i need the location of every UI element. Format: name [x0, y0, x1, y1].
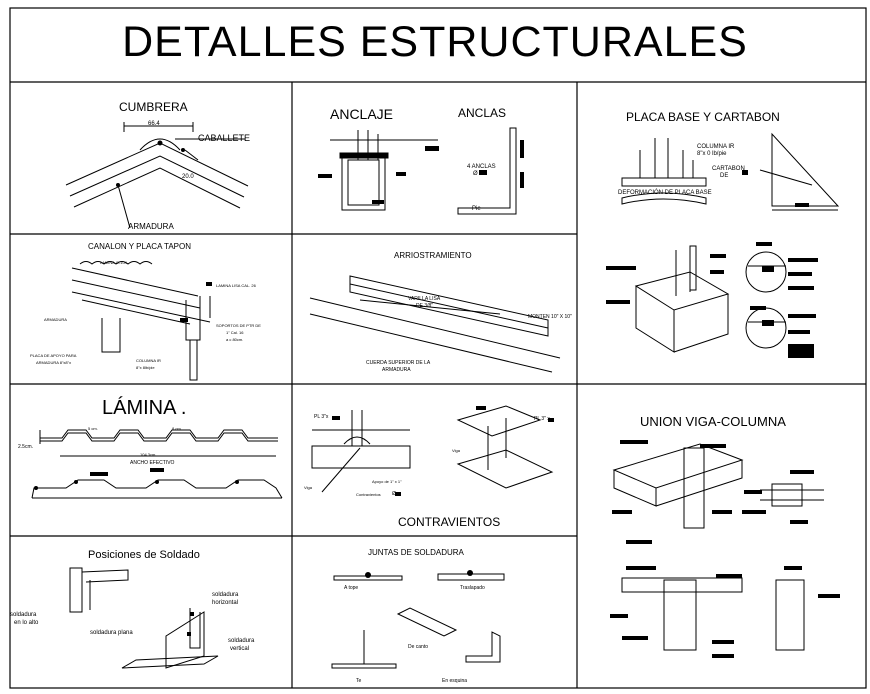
soldado-drawing: [69, 567, 219, 669]
soldado-vert-1: soldadura: [228, 638, 255, 644]
placa-cartabon-size: DE: [720, 173, 729, 179]
contravientos-label: Contravientos: [356, 492, 381, 497]
contravientos-diam: Ø: [392, 491, 396, 497]
contravientos-viga: Viga: [304, 485, 312, 490]
cumbrera-dim-side: 20.0: [182, 174, 194, 180]
canalon-soporte-1: SOPORTOS DE PTR DE: [216, 323, 261, 328]
placa-columna-size: 8"x 0 lb/pie: [697, 151, 727, 157]
placa-cartabon: CARTABON: [712, 166, 745, 172]
canalon-columna-1: COLUMNA IR: [136, 358, 161, 363]
placa-base-drawing: [621, 132, 840, 211]
union-heading: UNION VIGA-COLUMNA: [640, 414, 786, 429]
canalon-lamina: LAMINA G-104: [100, 260, 127, 265]
arriostramiento-cuerda-1: CUERDA SUPERIOR DE LA: [366, 360, 431, 366]
juntas-heading: JUNTAS DE SOLDADURA: [368, 548, 464, 557]
page-title: DETALLES ESTRUCTURALES: [122, 18, 748, 66]
canalon-drawing: [71, 261, 211, 381]
contravientos-drawing: [311, 405, 554, 493]
canalon-columna-2: 8"x 8lb/pie: [136, 365, 155, 370]
union-drawing: [612, 443, 824, 651]
border-frame: [9, 7, 867, 689]
anclas-drawing: [457, 127, 517, 215]
juntas-a-tope: A tope: [344, 585, 359, 591]
placa-columna-ir: COLUMNA IR: [697, 144, 735, 150]
arriostramiento-heading: ARRIOSTRAMIENTO: [394, 251, 472, 260]
arriostramiento-cuerda-2: ARMADURA: [382, 367, 411, 373]
lamina-heading: LÁMINA .: [102, 397, 187, 419]
contravientos-viga-2: Viga: [452, 448, 460, 453]
soldado-alto-1: soldadura: [10, 612, 37, 618]
contravientos-pl: PL 3"x: [314, 414, 329, 420]
juntas-esquina: En esquina: [442, 678, 468, 684]
anclas-diam: Ø: [473, 171, 478, 177]
contravientos-apoyo: Apoyo de 1" x 1": [372, 479, 402, 484]
juntas-traslapado: Traslapado: [460, 585, 485, 591]
anclaje-heading: ANCLAJE: [330, 106, 394, 122]
soldado-vert-2: vertical: [230, 646, 250, 652]
lamina-drawing: [31, 429, 283, 499]
arriostramiento-varilla-1: VARILLA LISA: [408, 296, 441, 302]
anclas-pie: Pie: [472, 206, 481, 212]
base-block-drawing: [634, 245, 787, 353]
cumbrera-caballete: CABALLETE: [198, 133, 251, 143]
lamina-dim-a: 5 cm.: [88, 426, 98, 431]
contravientos-heading: CONTRAVIENTOS: [398, 515, 501, 529]
soldado-plano: soldadura plana: [90, 630, 133, 636]
soldado-heading: Posiciones de Soldado: [88, 549, 200, 561]
anclas-count: 4 ANCLAS: [467, 164, 496, 170]
cumbrera-heading: CUMBRERA: [119, 100, 188, 114]
lamina-dim-b: 8 cm.: [172, 426, 182, 431]
lamina-ancho: ANCHO EFECTIVO: [130, 460, 175, 466]
arriostramiento-monten: MONTEN 10" X 10": [528, 314, 572, 320]
placa-deformacion: DEFORMACIÓN DE PLACA BASE: [618, 190, 712, 196]
placa-base-heading: PLACA BASE Y CARTABON: [626, 110, 780, 124]
arriostramiento-drawing: [309, 275, 561, 373]
juntas-de-canto: De canto: [408, 644, 429, 650]
cumbrera-armadura: ARMADURA: [128, 222, 174, 231]
anclaje-drawing: [330, 130, 438, 211]
cumbrera-dim-top: 66.4: [148, 121, 160, 127]
canalon-lamina-lisa: LAMINA LISA CAL. 26: [216, 283, 256, 288]
canalon-heading: CANALON Y PLACA TAPON: [88, 242, 192, 251]
contravientos-pl2: PL 3" x: [534, 416, 550, 422]
lamina-dim-total: 104.3cm.: [140, 452, 157, 457]
canalon-placa-2: ARMADURA 8"x8"x: [36, 360, 72, 365]
canalon-soporte-3: a c 80cm.: [226, 337, 244, 342]
soldado-horiz-1: soldadura: [212, 592, 239, 598]
juntas-drawing: [331, 573, 505, 669]
cumbrera-drawing: [65, 122, 249, 229]
canalon-armadura: ARMADURA: [44, 317, 67, 322]
canalon-placa-1: PLACA DE APOYO PARA: [30, 353, 77, 358]
canalon-soporte-2: 1" Cal. 16: [226, 330, 244, 335]
lamina-dim-h: 2.5cm.: [18, 444, 34, 450]
soldado-horiz-2: horizontal: [212, 600, 239, 606]
juntas-te: Te: [356, 678, 362, 684]
arriostramiento-varilla-2: DE 3/8": [416, 303, 434, 309]
soldado-alto-2: en lo alto: [14, 620, 39, 626]
anclas-heading: ANCLAS: [458, 106, 507, 120]
